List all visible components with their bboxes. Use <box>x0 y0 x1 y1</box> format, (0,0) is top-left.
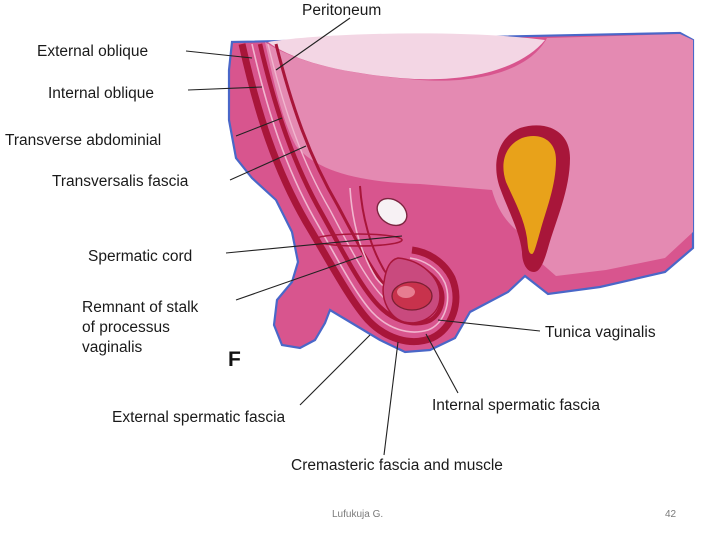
light-area <box>268 33 545 80</box>
label-internal-oblique: Internal oblique <box>48 85 154 102</box>
label-external-spermatic-fascia: External spermatic fascia <box>112 409 286 426</box>
label-transversalis-fascia: Transversalis fascia <box>52 173 189 190</box>
peritoneal-cavity <box>265 34 693 276</box>
muscle-layer-outer <box>238 43 460 345</box>
label-remnant-line2: of processus <box>82 319 170 336</box>
label-transverse-abdominis: Transverse abdominial <box>5 132 161 149</box>
muscle-layer-middle <box>257 43 445 326</box>
muscle-layer-inner <box>274 43 392 294</box>
label-external-oblique: External oblique <box>37 43 148 60</box>
label-peritoneum: Peritoneum <box>302 2 381 19</box>
label-remnant-line1: Remnant of stalk <box>82 299 199 316</box>
panel-letter: F <box>228 348 241 371</box>
kidney-inner <box>503 136 556 254</box>
label-internal-spermatic-fascia: Internal spermatic fascia <box>432 397 600 414</box>
footer-author: Lufukuja G. <box>332 509 384 520</box>
vessel-opening <box>376 197 408 227</box>
label-cremasteric: Cremasteric fascia and muscle <box>291 457 503 474</box>
spermatic-cord-crosssection <box>313 233 403 247</box>
label-spermatic-cord: Spermatic cord <box>88 248 192 265</box>
label-remnant-line3: vaginalis <box>82 339 143 356</box>
leader-lines <box>185 17 541 456</box>
testis-highlight <box>397 286 415 298</box>
fascia-line-2 <box>267 43 385 299</box>
fascia-line-1 <box>251 43 449 333</box>
label-tunica-vaginalis: Tunica vaginalis <box>545 324 656 341</box>
page-number: 42 <box>665 509 677 520</box>
